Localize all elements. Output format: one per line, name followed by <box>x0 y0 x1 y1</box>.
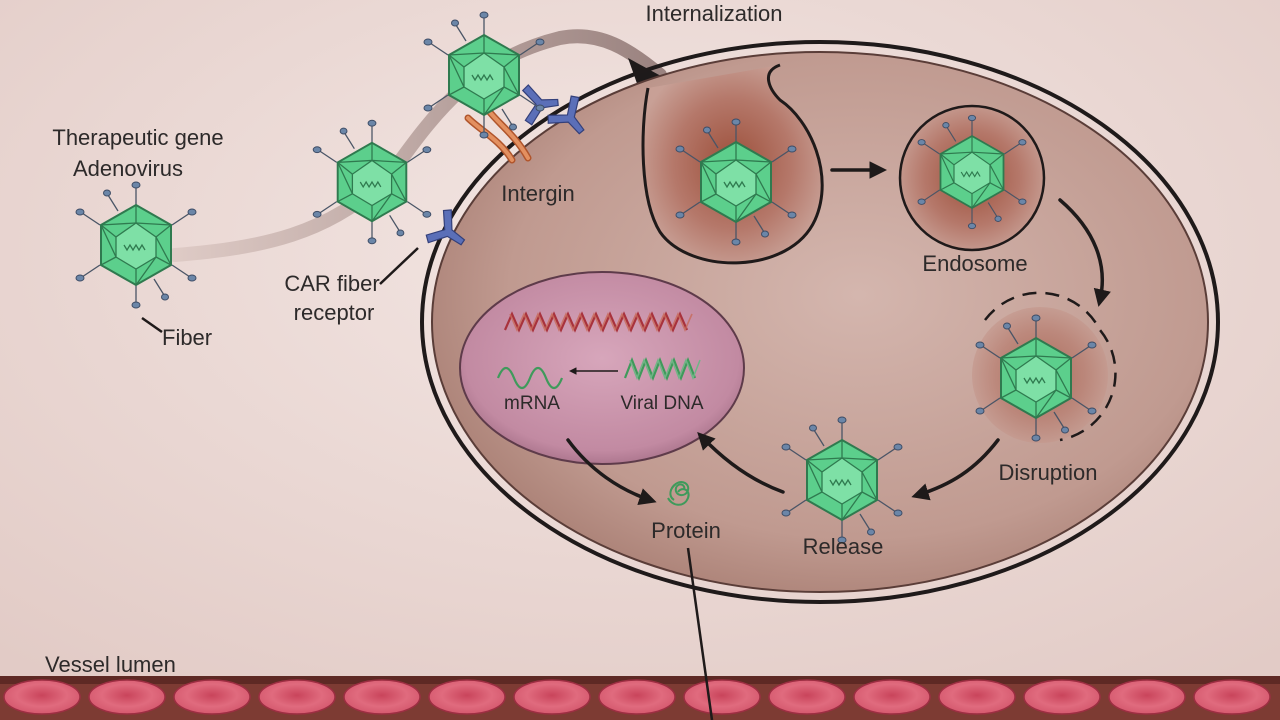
red-blood-cells <box>3 679 1271 715</box>
label-viral-dna: Viral DNA <box>620 393 703 414</box>
label-adenovirus: Adenovirus <box>73 156 183 181</box>
protein-icon <box>667 481 690 506</box>
label-receptor: receptor <box>294 300 375 325</box>
dna-strands <box>496 311 701 390</box>
vessel-wall <box>0 676 1280 720</box>
label-internalization: Internalization <box>646 1 783 26</box>
label-vessel-lumen: Vessel lumen <box>45 652 176 677</box>
virus-trajectory <box>168 29 667 262</box>
fiber-pointer <box>141 316 163 334</box>
label-intergin: Intergin <box>501 181 574 206</box>
label-endosome: Endosome <box>922 251 1027 276</box>
process-arrows <box>566 161 1111 505</box>
mrna-strand <box>496 366 564 390</box>
therapeutic-dna-strand <box>503 311 689 333</box>
label-disruption: Disruption <box>998 460 1097 485</box>
label-fiber: Fiber <box>162 325 212 350</box>
integrin <box>464 106 532 164</box>
protein-secretion-line <box>686 547 714 720</box>
nucleus <box>459 271 745 465</box>
label-car-fiber: CAR fiber <box>284 271 379 296</box>
label-protein: Protein <box>651 518 721 543</box>
label-mrna: mRNA <box>504 393 560 414</box>
car-pointer <box>379 247 419 285</box>
label-release: Release <box>803 534 884 559</box>
viral-dna-strand <box>623 356 697 382</box>
label-therapeutic-gene: Therapeutic gene <box>52 125 223 150</box>
